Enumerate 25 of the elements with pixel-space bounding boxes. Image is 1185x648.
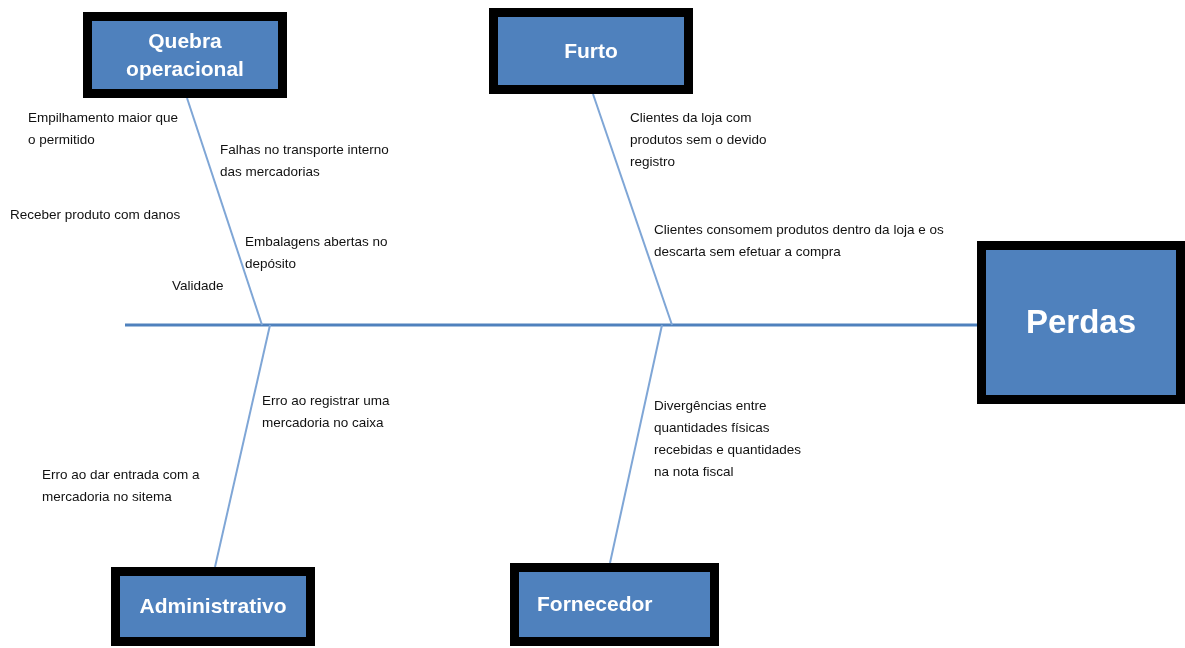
spine-line <box>125 323 977 327</box>
cause-text: Receber produto com danos <box>10 206 182 224</box>
category-label: Furto <box>564 37 618 64</box>
cause-text: Empilhamento maior que o permitido <box>28 109 180 149</box>
bone-line <box>186 97 263 326</box>
category-label: Perdas <box>1025 302 1137 343</box>
category-box <box>977 241 1185 404</box>
category-box <box>489 8 693 94</box>
cause-text: Clientes da loja com produtos sem o devido registro <box>630 109 768 171</box>
cause-text: Embalagens abertas no depósito <box>245 233 389 273</box>
category-label: Administrativo <box>139 593 287 620</box>
bone-line <box>214 324 271 568</box>
cause-text: Validade <box>172 277 225 295</box>
category-box <box>510 563 719 646</box>
cause-text: Erro ao registrar uma mercadoria no caixa <box>262 392 391 432</box>
bone-line <box>609 324 663 564</box>
category-label: Quebra operacional <box>125 27 245 82</box>
cause-text: Clientes consomem produtos dentro da loja e os descarta sem efetuar a compra <box>654 221 945 261</box>
cause-text: Falhas no transporte interno das mercadorias <box>220 141 390 181</box>
category-box <box>83 12 287 98</box>
category-box <box>111 567 315 646</box>
category-label: Fornecedor <box>537 591 653 617</box>
bone-line <box>592 93 673 326</box>
cause-text: Divergências entre quantidades físicas recebidas e quantidades na nota fiscal <box>654 397 803 481</box>
cause-text: Erro ao dar entrada com a mercadoria no sitema <box>42 466 201 506</box>
